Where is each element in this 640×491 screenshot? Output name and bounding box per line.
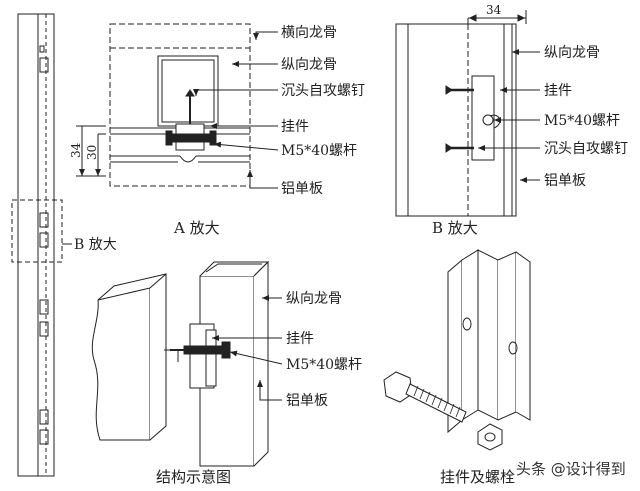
horizontal-keel-outline — [109, 23, 251, 187]
s-label-hanger: 挂件 — [286, 331, 314, 347]
nut — [477, 423, 503, 451]
keel-tube-front — [199, 275, 255, 467]
a-label-bolt: M5*40螺杆 — [281, 143, 357, 159]
a-label-horizontal-keel: 横向龙骨 — [281, 25, 337, 41]
b-label-panel: 铝单板 — [544, 173, 586, 189]
hardware-caption: 挂件及螺栓 — [440, 468, 515, 486]
bolt-head — [383, 371, 413, 403]
bracket-web — [477, 249, 499, 421]
strip-hangers — [39, 45, 49, 445]
b-label-hanger: 挂件 — [544, 83, 572, 99]
structure-leaders — [212, 295, 283, 401]
a-label-screw: 沉头自攻螺钉 — [281, 83, 365, 99]
detail-a-caption: A 放大 — [173, 219, 220, 237]
detail-a — [76, 23, 251, 187]
detail-a-leaders — [193, 31, 279, 189]
structure-caption: 结构示意图 — [156, 468, 231, 486]
bolt-body — [169, 133, 213, 143]
detail-b — [395, 10, 527, 217]
a-label-vertical-keel: 纵向龙骨 — [281, 57, 337, 73]
elevation-strip — [11, 13, 63, 477]
detail-b-leaders — [478, 49, 540, 183]
b-label-screw: 沉头自攻螺钉 — [544, 141, 628, 157]
detail-a-dim-inner: 30 — [85, 145, 99, 160]
bracket-right-flange — [515, 251, 531, 421]
b-label-bolt: M5*40螺杆 — [544, 113, 620, 129]
b-bolt-hole — [482, 114, 494, 126]
detail-b-callout-box — [11, 199, 63, 263]
detail-b-dim: 34 — [486, 3, 502, 17]
detail-b-caption: B 放大 — [432, 219, 478, 237]
s-label-vertical-keel: 纵向龙骨 — [286, 291, 342, 307]
s-label-panel: 铝单板 — [286, 393, 328, 409]
elevation-callout-label: B 放大 — [74, 237, 117, 253]
b-label-vertical-keel: 纵向龙骨 — [544, 45, 600, 61]
structure-schematic — [91, 260, 270, 467]
s-label-bolt: M5*40螺杆 — [286, 357, 362, 373]
vertical-keel-tube — [157, 55, 219, 127]
a-label-panel: 铝单板 — [281, 181, 323, 197]
a-label-hanger: 挂件 — [281, 119, 309, 135]
detail-a-dim-outer: 34 — [69, 142, 83, 158]
panel-angle-front — [91, 287, 151, 441]
panel-angle-side — [149, 272, 167, 441]
watermark: 头条 @设计得到 — [516, 460, 626, 478]
hardware-illustration — [383, 249, 531, 451]
